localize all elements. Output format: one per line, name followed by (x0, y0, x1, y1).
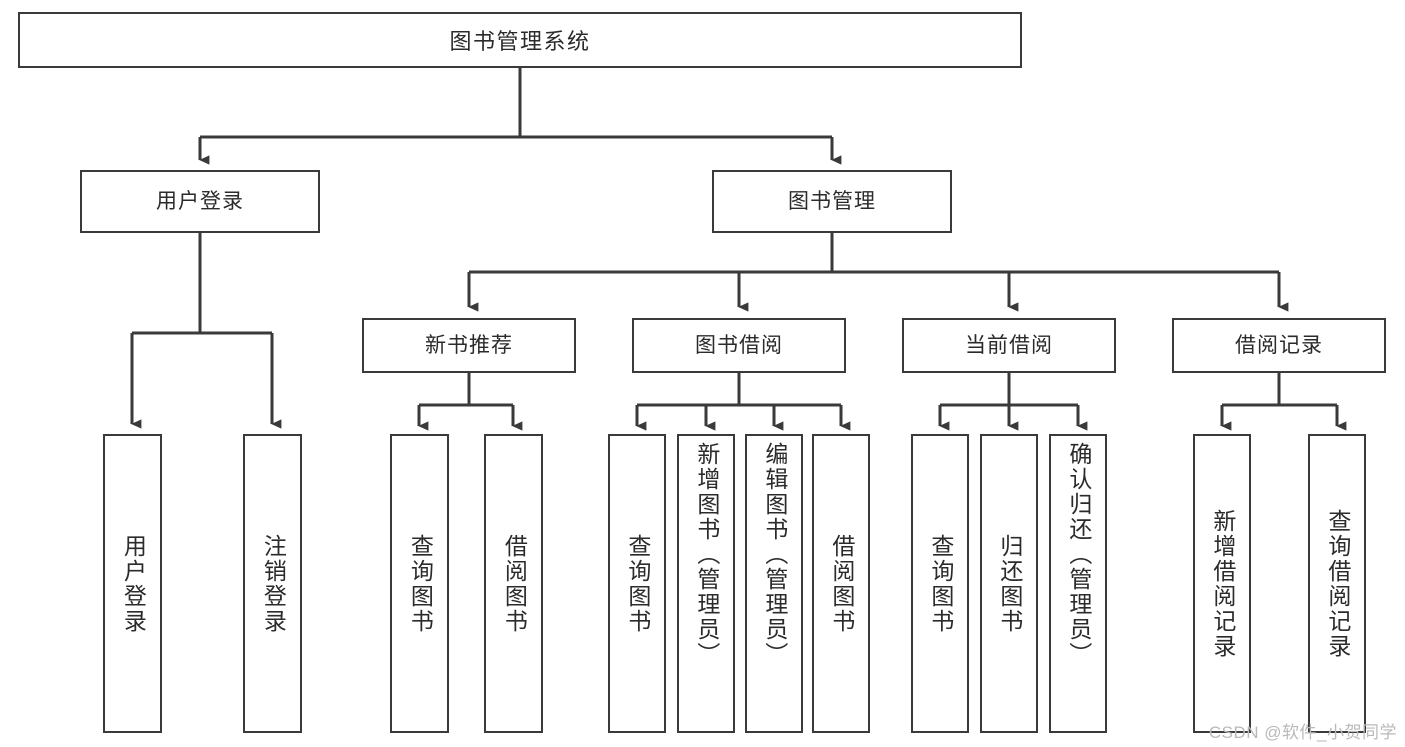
node-borrow-record[interactable]: 借阅记录 (1172, 318, 1386, 373)
node-label: 归还图书 (996, 533, 1023, 634)
node-label: 查询图书 (927, 533, 954, 634)
node-label: 图书管理 (788, 189, 876, 213)
node-new-book-recommend[interactable]: 新书推荐 (362, 318, 576, 373)
csdn-watermark: CSDN @软件_小贺同学 (1208, 723, 1397, 742)
node-label: 新书推荐 (425, 333, 513, 357)
node-leaf-add-book-admin[interactable]: 新增图书（管理员） (677, 434, 735, 733)
node-leaf-query-borrow-record[interactable]: 查询借阅记录 (1308, 434, 1366, 733)
node-leaf-query-book-borrow[interactable]: 查询图书 (608, 434, 666, 733)
node-label: 查询图书 (407, 533, 434, 634)
node-leaf-user-login[interactable]: 用户登录 (103, 434, 162, 733)
node-label: 注销登录 (260, 533, 287, 634)
node-label: 借阅图书 (501, 533, 528, 634)
node-leaf-return-book[interactable]: 归还图书 (980, 434, 1038, 733)
node-book-management[interactable]: 图书管理 (712, 170, 952, 233)
node-label: 新增借阅记录 (1209, 508, 1236, 659)
node-leaf-logout[interactable]: 注销登录 (243, 434, 302, 733)
node-label: 借阅图书 (828, 533, 855, 634)
node-label: 图书借阅 (695, 333, 783, 357)
node-label: 图书管理系统 (449, 29, 591, 54)
node-leaf-confirm-return-admin[interactable]: 确认归还（管理员） (1049, 434, 1107, 733)
node-leaf-query-book-recommend[interactable]: 查询图书 (390, 434, 449, 733)
node-current-borrow[interactable]: 当前借阅 (902, 318, 1116, 373)
node-label: 确认归还（管理员） (1065, 442, 1092, 667)
node-label: 当前借阅 (965, 333, 1053, 357)
node-label: 查询图书 (624, 533, 651, 634)
node-leaf-query-book-current[interactable]: 查询图书 (911, 434, 969, 733)
node-label: 编辑图书（管理员） (761, 442, 788, 667)
node-leaf-edit-book-admin[interactable]: 编辑图书（管理员） (745, 434, 803, 733)
node-label: 用户登录 (120, 533, 147, 634)
node-label: 用户登录 (156, 189, 244, 213)
node-root-book-management-system[interactable]: 图书管理系统 (18, 12, 1022, 68)
node-label: 查询借阅记录 (1324, 508, 1351, 659)
node-leaf-borrow-book-recommend[interactable]: 借阅图书 (484, 434, 543, 733)
node-label: 借阅记录 (1235, 333, 1323, 357)
node-user-login[interactable]: 用户登录 (80, 170, 320, 233)
node-leaf-add-borrow-record[interactable]: 新增借阅记录 (1193, 434, 1251, 733)
node-leaf-borrow-book[interactable]: 借阅图书 (812, 434, 870, 733)
node-book-borrow[interactable]: 图书借阅 (632, 318, 846, 373)
node-label: 新增图书（管理员） (693, 442, 720, 667)
